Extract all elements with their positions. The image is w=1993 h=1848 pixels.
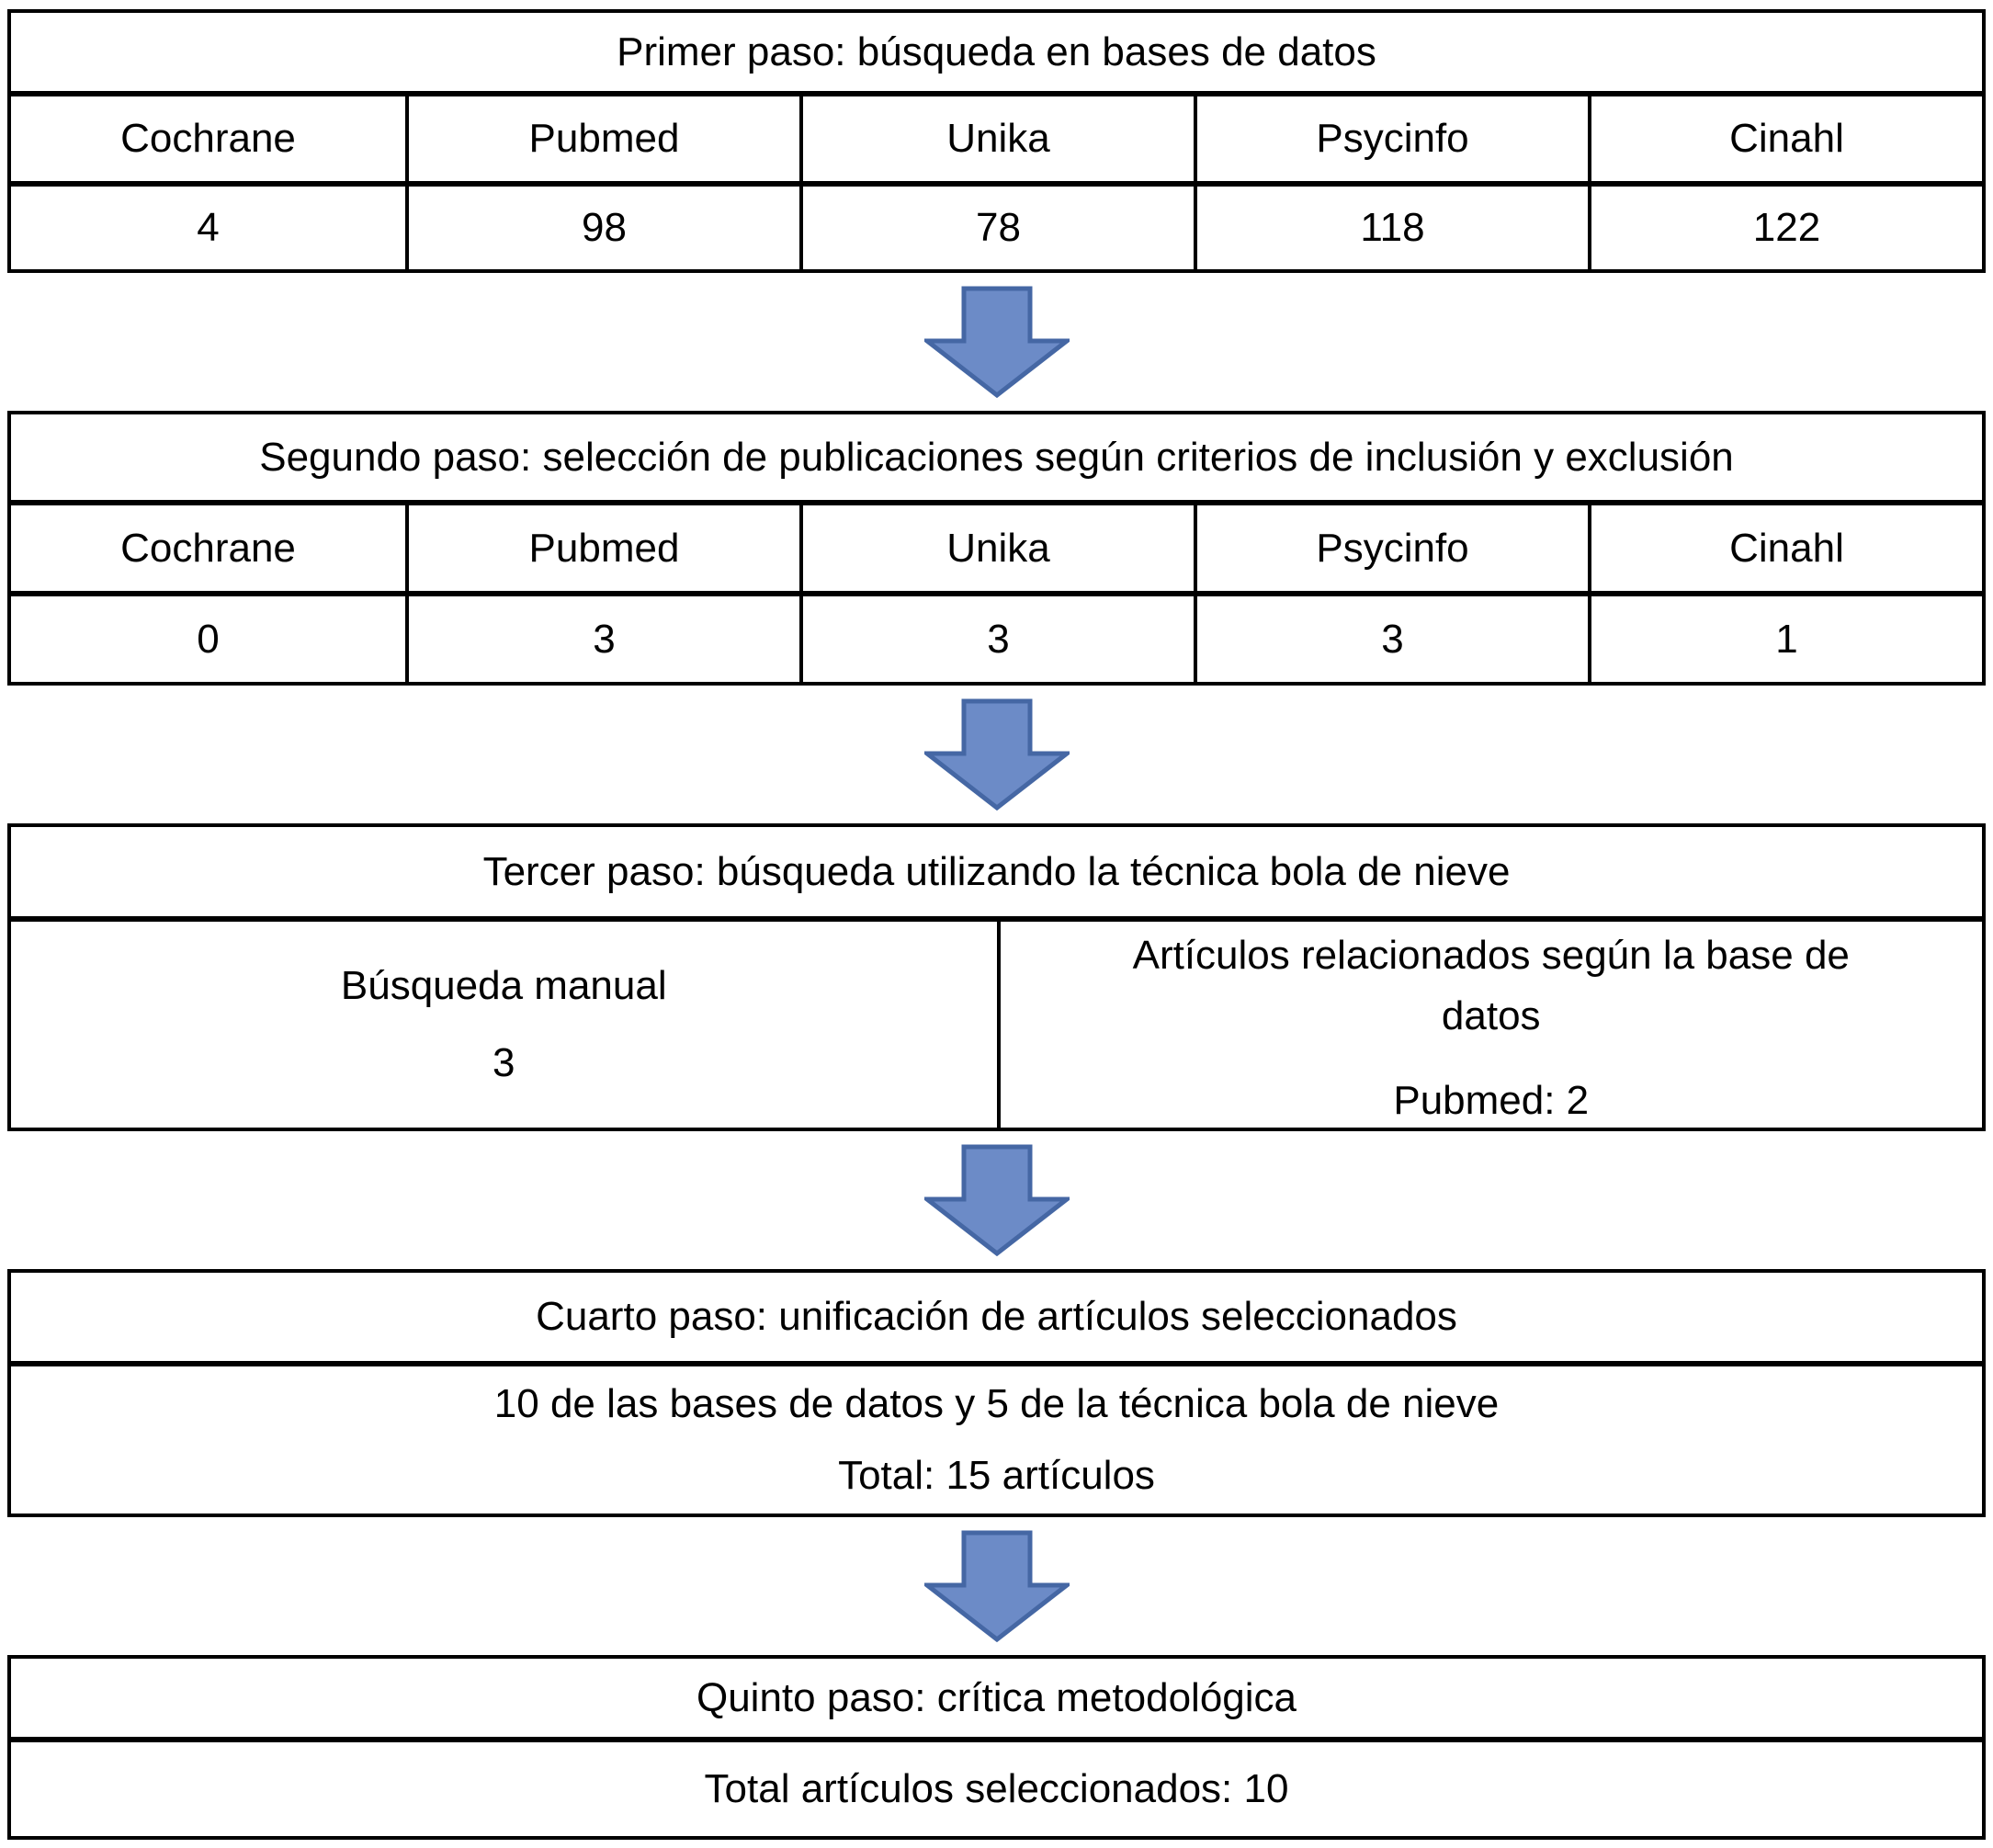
db-count-cell: 3 bbox=[1194, 596, 1588, 682]
related-articles-count: Pubmed: 2 bbox=[1393, 1078, 1590, 1123]
db-count-cell: 1 bbox=[1588, 596, 1982, 682]
step-5-title: Quinto paso: crítica metodológica bbox=[696, 1674, 1297, 1720]
step-1-values-row: 4 98 78 118 122 bbox=[11, 181, 1982, 269]
step-3-body-row: Búsqueda manual 3 Artículos relacionados… bbox=[11, 916, 1982, 1128]
step-4-title: Cuarto paso: unificación de artículos se… bbox=[536, 1294, 1457, 1339]
step-5-table: Quinto paso: crítica metodológica Total … bbox=[7, 1655, 1986, 1840]
step-2-header-row: Cochrane Pubmed Unika Psycinfo Cinahl bbox=[11, 500, 1982, 591]
db-count-cell: 122 bbox=[1588, 187, 1982, 269]
db-count-cell: 98 bbox=[405, 187, 799, 269]
down-arrow-shape bbox=[923, 286, 1070, 398]
step-1-table: Primer paso: búsqueda en bases de datos … bbox=[7, 9, 1986, 273]
step-2-title: Segundo paso: selección de publicaciones… bbox=[259, 434, 1734, 480]
db-count-cell: 78 bbox=[799, 187, 1194, 269]
related-articles-cell: Artículos relacionados según la base de … bbox=[996, 922, 1983, 1128]
db-name-cell: Cinahl bbox=[1588, 96, 1982, 181]
step-3-title: Tercer paso: búsqueda utilizando la técn… bbox=[482, 848, 1511, 894]
step-1-header-row: Cochrane Pubmed Unika Psycinfo Cinahl bbox=[11, 91, 1982, 181]
step-4-body: 10 de las bases de datos y 5 de la técni… bbox=[11, 1361, 1982, 1514]
db-name-cell: Psycinfo bbox=[1194, 505, 1588, 591]
arrow-gap bbox=[7, 273, 1986, 411]
db-name-cell: Cinahl bbox=[1588, 505, 1982, 591]
manual-search-cell: Búsqueda manual 3 bbox=[11, 922, 997, 1128]
step-2-table: Segundo paso: selección de publicaciones… bbox=[7, 411, 1986, 686]
manual-search-count: 3 bbox=[493, 1040, 515, 1085]
db-name-cell: Cochrane bbox=[120, 525, 296, 571]
down-arrow-icon bbox=[923, 1530, 1070, 1642]
unification-total-line: Total: 15 artículos bbox=[838, 1453, 1155, 1498]
db-count-cell: 3 bbox=[405, 596, 799, 682]
down-arrow-shape bbox=[923, 1144, 1070, 1256]
step-5-total-line: Total artículos seleccionados: 10 bbox=[11, 1737, 1982, 1836]
db-count-cell: 3 bbox=[799, 596, 1194, 682]
db-name-cell: Pubmed bbox=[405, 505, 799, 591]
arrow-gap bbox=[7, 686, 1986, 823]
step-3-table: Tercer paso: búsqueda utilizando la técn… bbox=[7, 823, 1986, 1131]
step-4-table: Cuarto paso: unificación de artículos se… bbox=[7, 1269, 1986, 1517]
arrow-gap bbox=[7, 1131, 1986, 1269]
related-articles-label: Artículos relacionados según la base de … bbox=[1132, 933, 1850, 1038]
db-count-cell: 0 bbox=[197, 616, 220, 662]
db-count-cell: 4 bbox=[197, 205, 220, 250]
db-name-cell: Pubmed bbox=[405, 96, 799, 181]
step-1-title: Primer paso: búsqueda en bases de datos bbox=[617, 28, 1376, 74]
step-2-values-row: 0 3 3 3 1 bbox=[11, 591, 1982, 682]
down-arrow-shape bbox=[923, 698, 1070, 811]
db-count-cell: 118 bbox=[1194, 187, 1588, 269]
db-name-cell: Psycinfo bbox=[1194, 96, 1588, 181]
unification-summary-line: 10 de las bases de datos y 5 de la técni… bbox=[493, 1381, 1500, 1426]
arrow-gap bbox=[7, 1517, 1986, 1655]
manual-search-label: Búsqueda manual bbox=[340, 963, 667, 1008]
down-arrow-shape bbox=[923, 1530, 1070, 1642]
db-name-cell: Cochrane bbox=[120, 116, 296, 161]
db-name-cell: Unika bbox=[799, 96, 1194, 181]
db-name-cell: Unika bbox=[799, 505, 1194, 591]
down-arrow-icon bbox=[923, 698, 1070, 811]
down-arrow-icon bbox=[923, 1144, 1070, 1256]
down-arrow-icon bbox=[923, 286, 1070, 398]
